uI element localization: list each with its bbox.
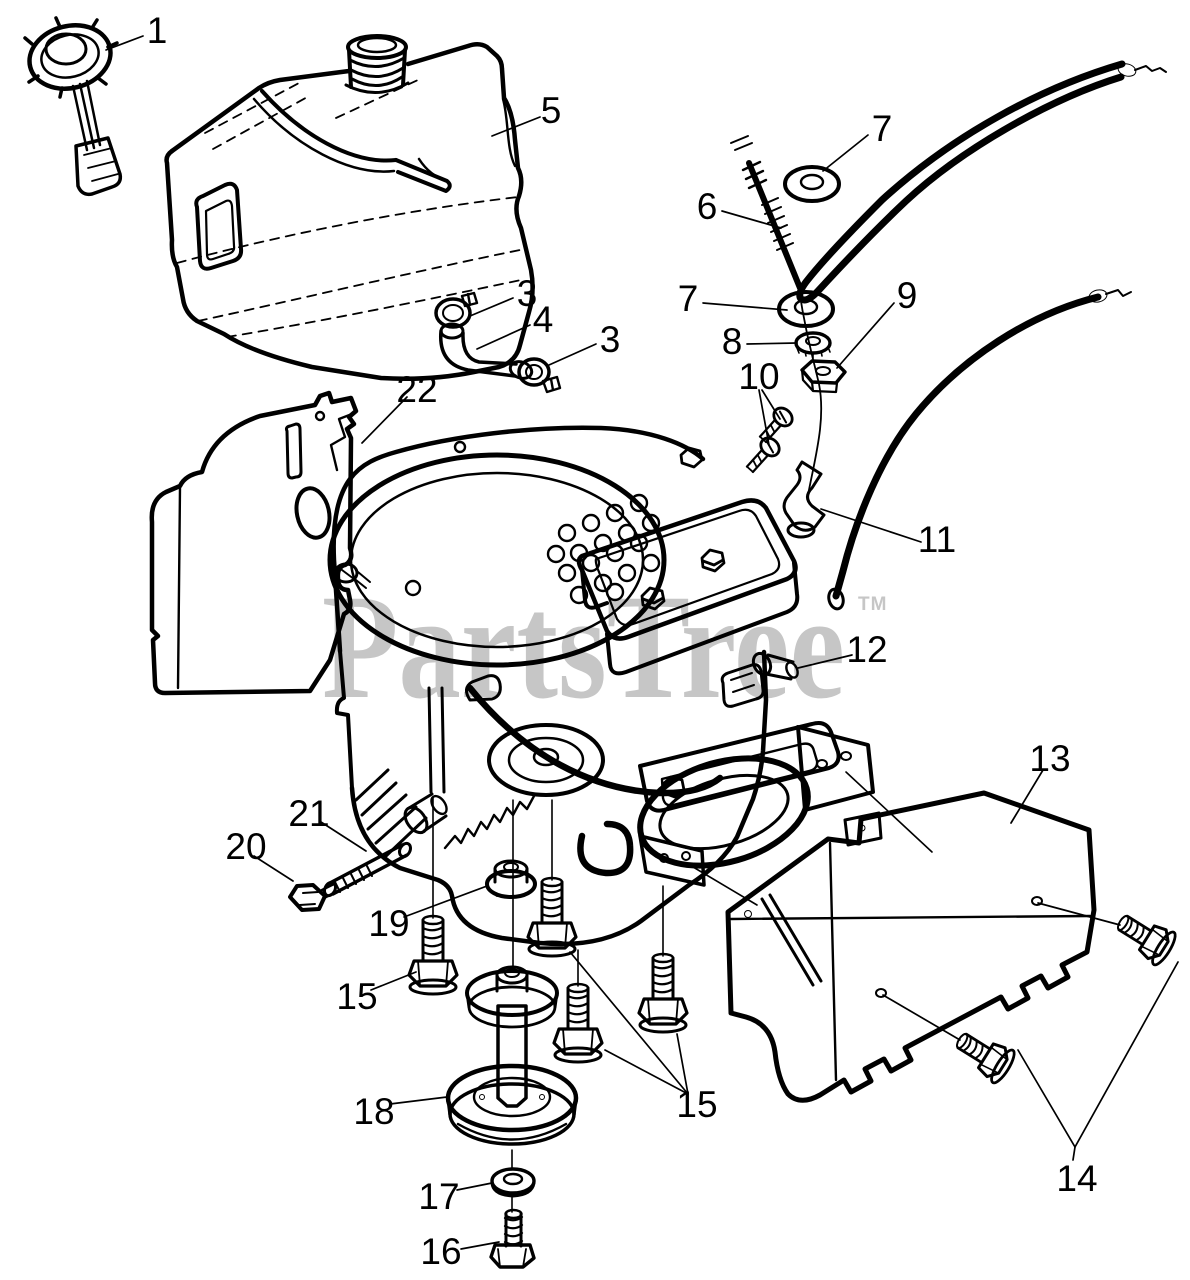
cover-bracket-drawing — [725, 790, 1097, 1103]
engine-bolts-15-drawing — [407, 797, 689, 1064]
callout-9-10: 9 — [836, 275, 918, 369]
callout-3-2: 3 — [469, 273, 538, 317]
callout-number: 21 — [288, 793, 329, 834]
callout-number: 3 — [517, 273, 538, 314]
callout-leader-line — [702, 302, 788, 311]
callout-leader-line — [1037, 902, 1121, 926]
watermark-tm-mark: TM — [858, 594, 887, 615]
callout-17-19: 17 — [418, 1176, 493, 1217]
callout-leader-line — [456, 1182, 493, 1191]
callout-leader-line — [604, 1049, 689, 1095]
callout-leader-line — [820, 508, 922, 543]
callout-leader-line — [721, 210, 782, 229]
callout-8-9: 8 — [722, 321, 798, 362]
callout-leader-line — [253, 855, 294, 882]
callout-number: 15 — [336, 976, 377, 1017]
callout-leader-line — [105, 35, 144, 51]
callout-leader-line — [403, 885, 488, 918]
callout-22-5: 22 — [361, 369, 438, 444]
callout-number: 4 — [533, 299, 554, 340]
callout-leader-line — [389, 1096, 448, 1105]
callout-leader-line — [1072, 961, 1179, 1161]
callout-number: 22 — [396, 369, 437, 410]
cable-assembly-drawing — [730, 60, 1167, 611]
callout-4-3: 4 — [476, 299, 554, 350]
callout-leader-line — [758, 389, 770, 446]
callout-number: 19 — [368, 903, 409, 944]
callout-number: 17 — [418, 1176, 459, 1217]
callout-leader-line — [460, 1241, 500, 1250]
callout-12-13: 12 — [797, 629, 888, 670]
callout-11-12: 11 — [820, 508, 956, 560]
callout-leader-line — [797, 654, 853, 669]
callout-leader-line — [882, 994, 961, 1041]
fuel-cap-drawing — [23, 16, 123, 197]
callout-leader-line — [491, 116, 541, 137]
callout-leader-line — [1010, 769, 1044, 824]
callout-leader-line — [822, 134, 869, 172]
callout-leader-line — [361, 396, 408, 444]
callout-15-16: 15 — [336, 971, 417, 1017]
callout-15-17: 15 — [569, 951, 718, 1125]
callout-number: 3 — [600, 319, 621, 360]
callout-leader-line — [676, 1033, 689, 1095]
stud-and-spacer-drawing — [288, 841, 537, 912]
callout-leader-line — [320, 821, 367, 852]
callout-number: 6 — [697, 186, 718, 227]
callout-number: 10 — [738, 356, 779, 397]
callout-13-14: 13 — [1010, 738, 1071, 824]
callout-number: 13 — [1029, 738, 1070, 779]
callout-7-8: 7 — [678, 278, 788, 319]
callout-leader-line — [1017, 1049, 1076, 1148]
callout-number: 11 — [918, 519, 956, 560]
mounting-screws-14-drawing — [947, 903, 1181, 1088]
callout-10-11: 10 — [738, 356, 781, 446]
callout-leader-line — [370, 971, 417, 991]
callout-leader-line — [569, 951, 689, 1095]
callout-5-1: 5 — [491, 90, 562, 137]
callout-number: 7 — [872, 108, 893, 149]
heat-shield-drawing — [149, 390, 371, 696]
callout-7-6: 7 — [822, 108, 893, 172]
callout-number: 16 — [420, 1231, 461, 1272]
callout-leader-line — [746, 342, 798, 345]
callout-number: 12 — [846, 629, 887, 670]
callout-leader-line — [548, 343, 597, 366]
callout-18-20: 18 — [353, 1091, 448, 1132]
callout-number: 7 — [678, 278, 699, 319]
callout-leader-line — [761, 389, 781, 420]
callout-16-18: 16 — [420, 1231, 500, 1272]
callout-6-7: 6 — [697, 186, 782, 229]
callout-number: 18 — [353, 1091, 394, 1132]
callout-number: 5 — [541, 90, 562, 131]
callout-number: 9 — [897, 275, 918, 316]
callout-leader-line — [469, 297, 514, 317]
callout-number: 8 — [722, 321, 743, 362]
callout-14-15: 14 — [882, 902, 1179, 1199]
callout-number: 1 — [147, 10, 168, 51]
pulley-stack-drawing — [445, 965, 579, 1269]
callout-3-4: 3 — [548, 319, 621, 366]
fuel-tank-drawing — [164, 34, 562, 394]
callout-20-22: 20 — [225, 826, 294, 882]
callout-number: 15 — [676, 1084, 717, 1125]
callout-number: 14 — [1056, 1158, 1097, 1199]
callout-19-21: 19 — [368, 885, 488, 944]
callout-21-23: 21 — [288, 793, 367, 852]
callout-leader-line — [836, 302, 895, 369]
callout-leader-line — [476, 324, 531, 350]
callout-1-0: 1 — [105, 10, 168, 51]
callout-number: 20 — [225, 826, 266, 867]
